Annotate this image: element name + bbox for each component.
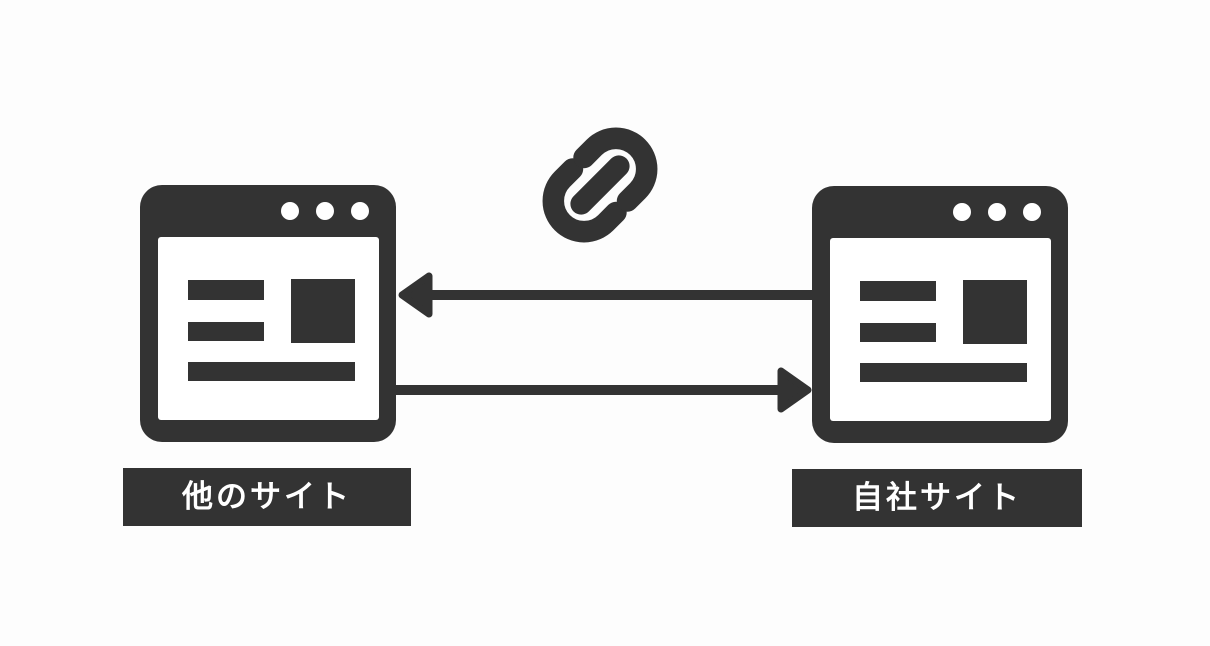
window-buttons — [953, 203, 1041, 221]
chain-link-icon — [542, 127, 658, 243]
arrow-left-icon — [398, 272, 822, 318]
text-line-bar — [860, 323, 936, 342]
text-line-bar — [188, 322, 264, 341]
window-dot-icon — [953, 203, 971, 221]
window-dot-icon — [281, 202, 299, 220]
image-block — [963, 280, 1027, 344]
window-dot-icon — [316, 202, 334, 220]
window-content — [830, 238, 1051, 421]
window-dot-icon — [1023, 203, 1041, 221]
right-site-label: 自社サイト — [792, 469, 1082, 527]
window-buttons — [281, 202, 369, 220]
window-dot-icon — [988, 203, 1006, 221]
text-line-bar — [188, 362, 355, 381]
text-line-bar — [188, 280, 264, 300]
text-line-bar — [860, 281, 936, 301]
window-content — [158, 237, 379, 420]
arrow-right-icon — [396, 367, 812, 413]
left-site-label: 他のサイト — [123, 468, 411, 526]
browser-window-icon-left — [140, 185, 396, 442]
browser-window-icon-right — [812, 186, 1068, 443]
image-block — [291, 279, 355, 343]
text-line-bar — [860, 363, 1027, 382]
window-dot-icon — [351, 202, 369, 220]
